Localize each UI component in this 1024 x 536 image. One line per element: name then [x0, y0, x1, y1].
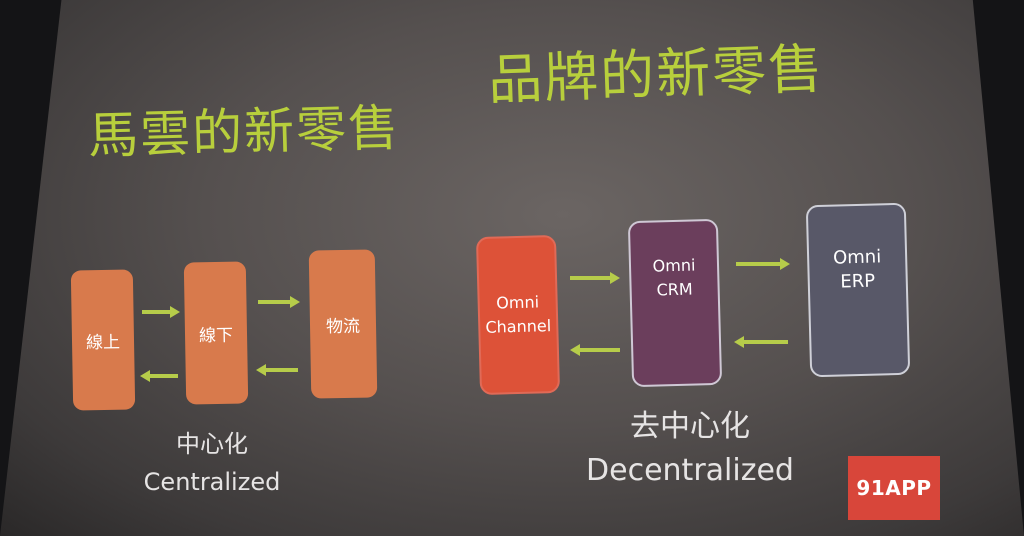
left-title: 馬雲的新零售: [87, 98, 401, 166]
box-online: 線上: [70, 269, 136, 411]
left-caption: 中心化 Centralized: [132, 425, 292, 501]
arrow-left-icon: [570, 344, 620, 356]
box-omni-crm-line2: CRM: [656, 279, 693, 300]
arrow-right-icon: [736, 258, 790, 270]
box-omni-erp-line2: ERP: [840, 270, 876, 293]
box-online-label: 線上: [85, 332, 121, 353]
box-omni-channel-line2: Channel: [485, 316, 552, 337]
arrow-left-icon: [256, 364, 298, 376]
box-omni-erp-line1: Omni: [832, 246, 882, 269]
box-omni-channel: Omni Channel: [475, 234, 561, 396]
brand-logo: 91APP: [848, 456, 940, 520]
box-omni-erp: Omni ERP: [805, 202, 911, 378]
box-omni-channel-line1: Omni: [496, 292, 540, 313]
box-offline: 線下: [183, 261, 249, 405]
box-omni-crm: Omni CRM: [627, 218, 723, 388]
arrow-right-icon: [258, 296, 300, 308]
right-title: 品牌的新零售: [487, 37, 826, 112]
left-caption-zh: 中心化: [176, 430, 248, 458]
box-offline-label: 線下: [198, 325, 234, 346]
arrow-right-icon: [142, 306, 180, 318]
box-logistics: 物流: [308, 249, 378, 399]
right-caption-zh: 去中心化: [630, 409, 750, 444]
arrow-left-icon: [140, 370, 178, 382]
box-omni-crm-line1: Omni: [652, 255, 696, 276]
box-logistics-label: 物流: [325, 316, 361, 337]
arrow-left-icon: [734, 336, 788, 348]
arrow-right-icon: [570, 272, 620, 284]
left-caption-en: Centralized: [143, 468, 281, 496]
right-caption-en: Decentralized: [586, 453, 794, 488]
right-caption: 去中心化 Decentralized: [570, 405, 810, 493]
